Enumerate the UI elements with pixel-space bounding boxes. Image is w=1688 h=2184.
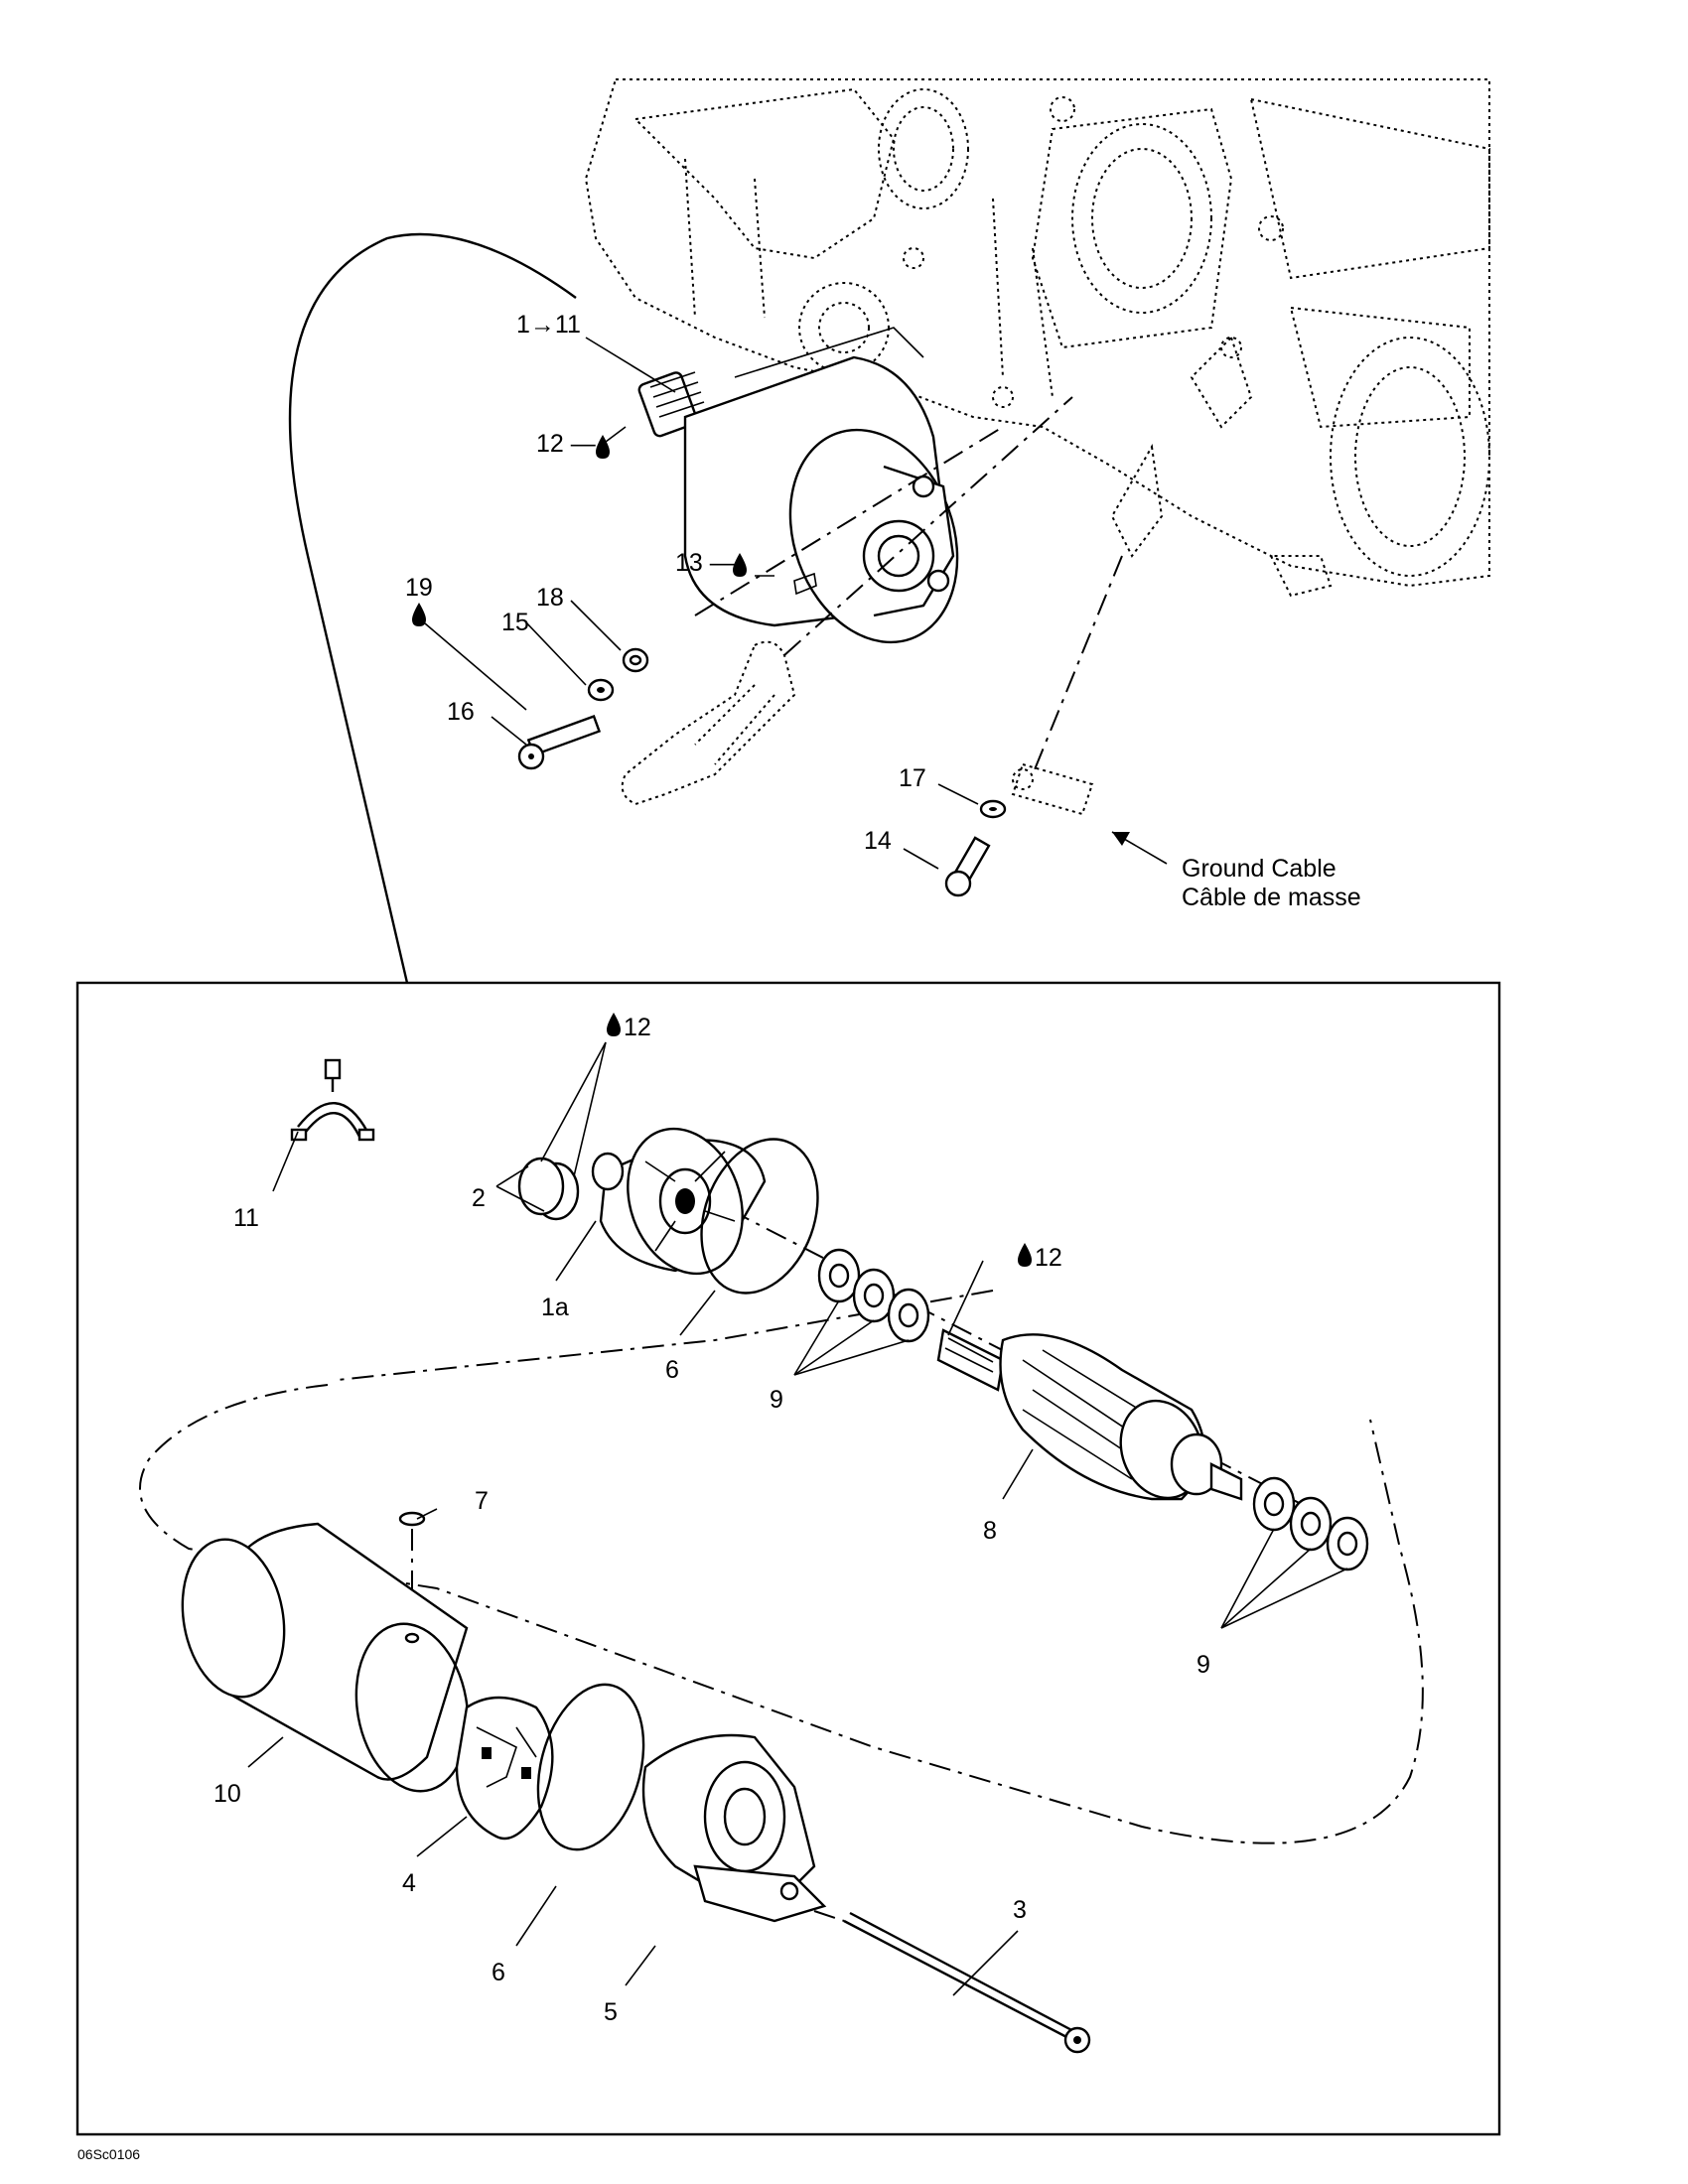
part-8-armature bbox=[936, 1328, 1243, 1501]
label-6-lower: 6 bbox=[492, 1959, 505, 1986]
ground-cable-terminal bbox=[1011, 762, 1094, 816]
label-ground-cable-en: Ground Cable bbox=[1182, 855, 1336, 883]
label-17: 17 bbox=[899, 764, 926, 792]
starter-motor-assembly bbox=[637, 327, 959, 644]
label-19: 19 bbox=[405, 574, 433, 602]
label-12-top: 12 — bbox=[536, 430, 596, 458]
part-4-brush-plate bbox=[455, 1696, 554, 1841]
label-14: 14 bbox=[864, 827, 892, 855]
part-7-seal bbox=[398, 1511, 426, 1628]
leader-lines-top bbox=[424, 337, 1168, 870]
oil-drop-icon bbox=[607, 1013, 621, 1036]
leader-lines-box bbox=[247, 1041, 1348, 1996]
figure-code: 06Sc0106 bbox=[77, 2146, 140, 2162]
part-3-through-bolt bbox=[813, 1910, 1091, 2054]
label-1a: 1a bbox=[541, 1294, 569, 1321]
oil-drop-icon bbox=[733, 553, 747, 577]
label-5: 5 bbox=[604, 1998, 618, 2026]
part-10-yoke-housing bbox=[181, 1522, 470, 1793]
mounting-bracket bbox=[621, 640, 796, 806]
label-ground-cable-fr: Câble de masse bbox=[1182, 884, 1361, 911]
callout-leader-curve bbox=[288, 232, 577, 984]
oil-drop-icon bbox=[1018, 1243, 1032, 1267]
label-assembly: 1→11 bbox=[516, 311, 581, 339]
label-10: 10 bbox=[213, 1780, 241, 1808]
label-16: 16 bbox=[447, 698, 475, 726]
part-5-rear-cover bbox=[641, 1733, 827, 1923]
label-6-upper: 6 bbox=[665, 1356, 679, 1384]
engine-block-outline bbox=[584, 78, 1490, 598]
label-9-lower: 9 bbox=[1196, 1651, 1210, 1679]
label-9-upper: 9 bbox=[770, 1386, 783, 1414]
part-6-oring-lower bbox=[536, 1683, 645, 1851]
label-8: 8 bbox=[983, 1517, 997, 1545]
part-9-washers-lower bbox=[1252, 1476, 1369, 1571]
label-18: 18 bbox=[536, 584, 564, 612]
mounting-axes bbox=[694, 396, 1123, 775]
part-2-bushings bbox=[517, 1157, 580, 1221]
label-15: 15 bbox=[501, 609, 529, 636]
hardware-parts bbox=[517, 647, 1007, 897]
part-11-clamp bbox=[290, 1058, 375, 1142]
oil-drop-icon bbox=[412, 603, 426, 626]
label-7: 7 bbox=[475, 1487, 489, 1515]
labels-box: 12 12 11 2 1a 6 9 8 7 9 10 4 6 5 3 bbox=[213, 1013, 1210, 2026]
labels-top: 1→11 12 — 13 — 19 18 15 16 17 14 Ground … bbox=[405, 311, 1361, 911]
exploded-view-frame bbox=[75, 981, 1501, 2136]
label-12-box-a: 12 bbox=[624, 1014, 651, 1041]
label-12-box-b: 12 bbox=[1035, 1244, 1062, 1272]
part-1a-front-cover bbox=[591, 1127, 767, 1276]
part-6-oring-upper bbox=[700, 1138, 819, 1295]
part-9-washers-upper bbox=[817, 1248, 930, 1343]
label-11: 11 bbox=[233, 1204, 259, 1232]
label-13: 13 — bbox=[675, 549, 735, 577]
label-2: 2 bbox=[472, 1184, 486, 1212]
oil-drop-icon bbox=[596, 435, 610, 459]
label-3: 3 bbox=[1013, 1896, 1027, 1924]
label-4: 4 bbox=[402, 1869, 416, 1897]
